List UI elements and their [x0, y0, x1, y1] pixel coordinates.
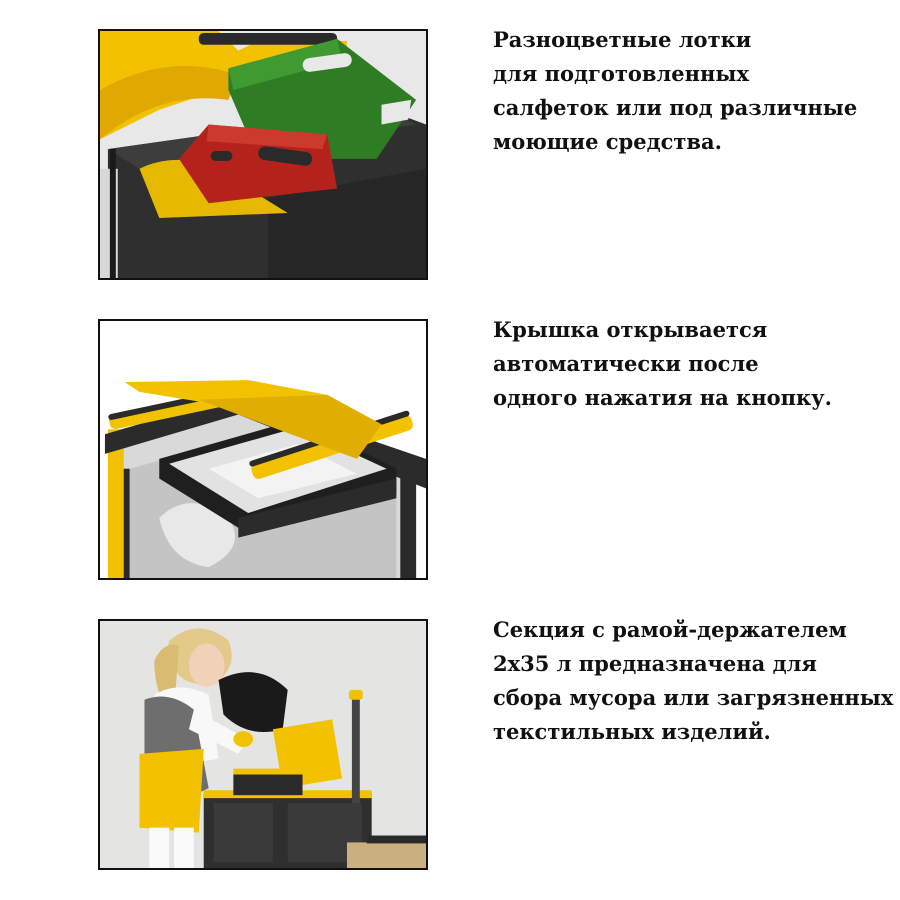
description-line: 2x35 л предназначена для — [493, 651, 817, 676]
description-line: одного нажатия на кнопку. — [493, 385, 832, 410]
description-line: сбора мусора или загрязненных — [493, 685, 894, 710]
section-description: Секция с рамой-держателем 2x35 л предназ… — [493, 613, 893, 749]
auto-lid-illustration — [100, 321, 426, 578]
description-line: моющие средства. — [493, 129, 722, 154]
description-line: Разноцветные лотки — [493, 27, 752, 52]
description-line: для подготовленных — [493, 61, 749, 86]
cleaner-cart-illustration — [100, 621, 426, 868]
description-line: текстильных изделий. — [493, 719, 771, 744]
description-line: салфеток или под различные — [493, 95, 858, 120]
auto-lid-photo — [98, 319, 428, 580]
description-line: Секция с рамой-держателем — [493, 617, 847, 642]
description-line: Крышка открывается — [493, 317, 768, 342]
description-line: автоматически после — [493, 351, 759, 376]
trays-description: Разноцветные лотки для подготовленных са… — [493, 23, 893, 159]
lid-description: Крышка открывается автоматически после о… — [493, 313, 893, 415]
cleaner-with-cart-photo — [98, 619, 428, 870]
colored-trays-photo — [98, 29, 428, 280]
colored-trays-illustration — [100, 31, 426, 278]
